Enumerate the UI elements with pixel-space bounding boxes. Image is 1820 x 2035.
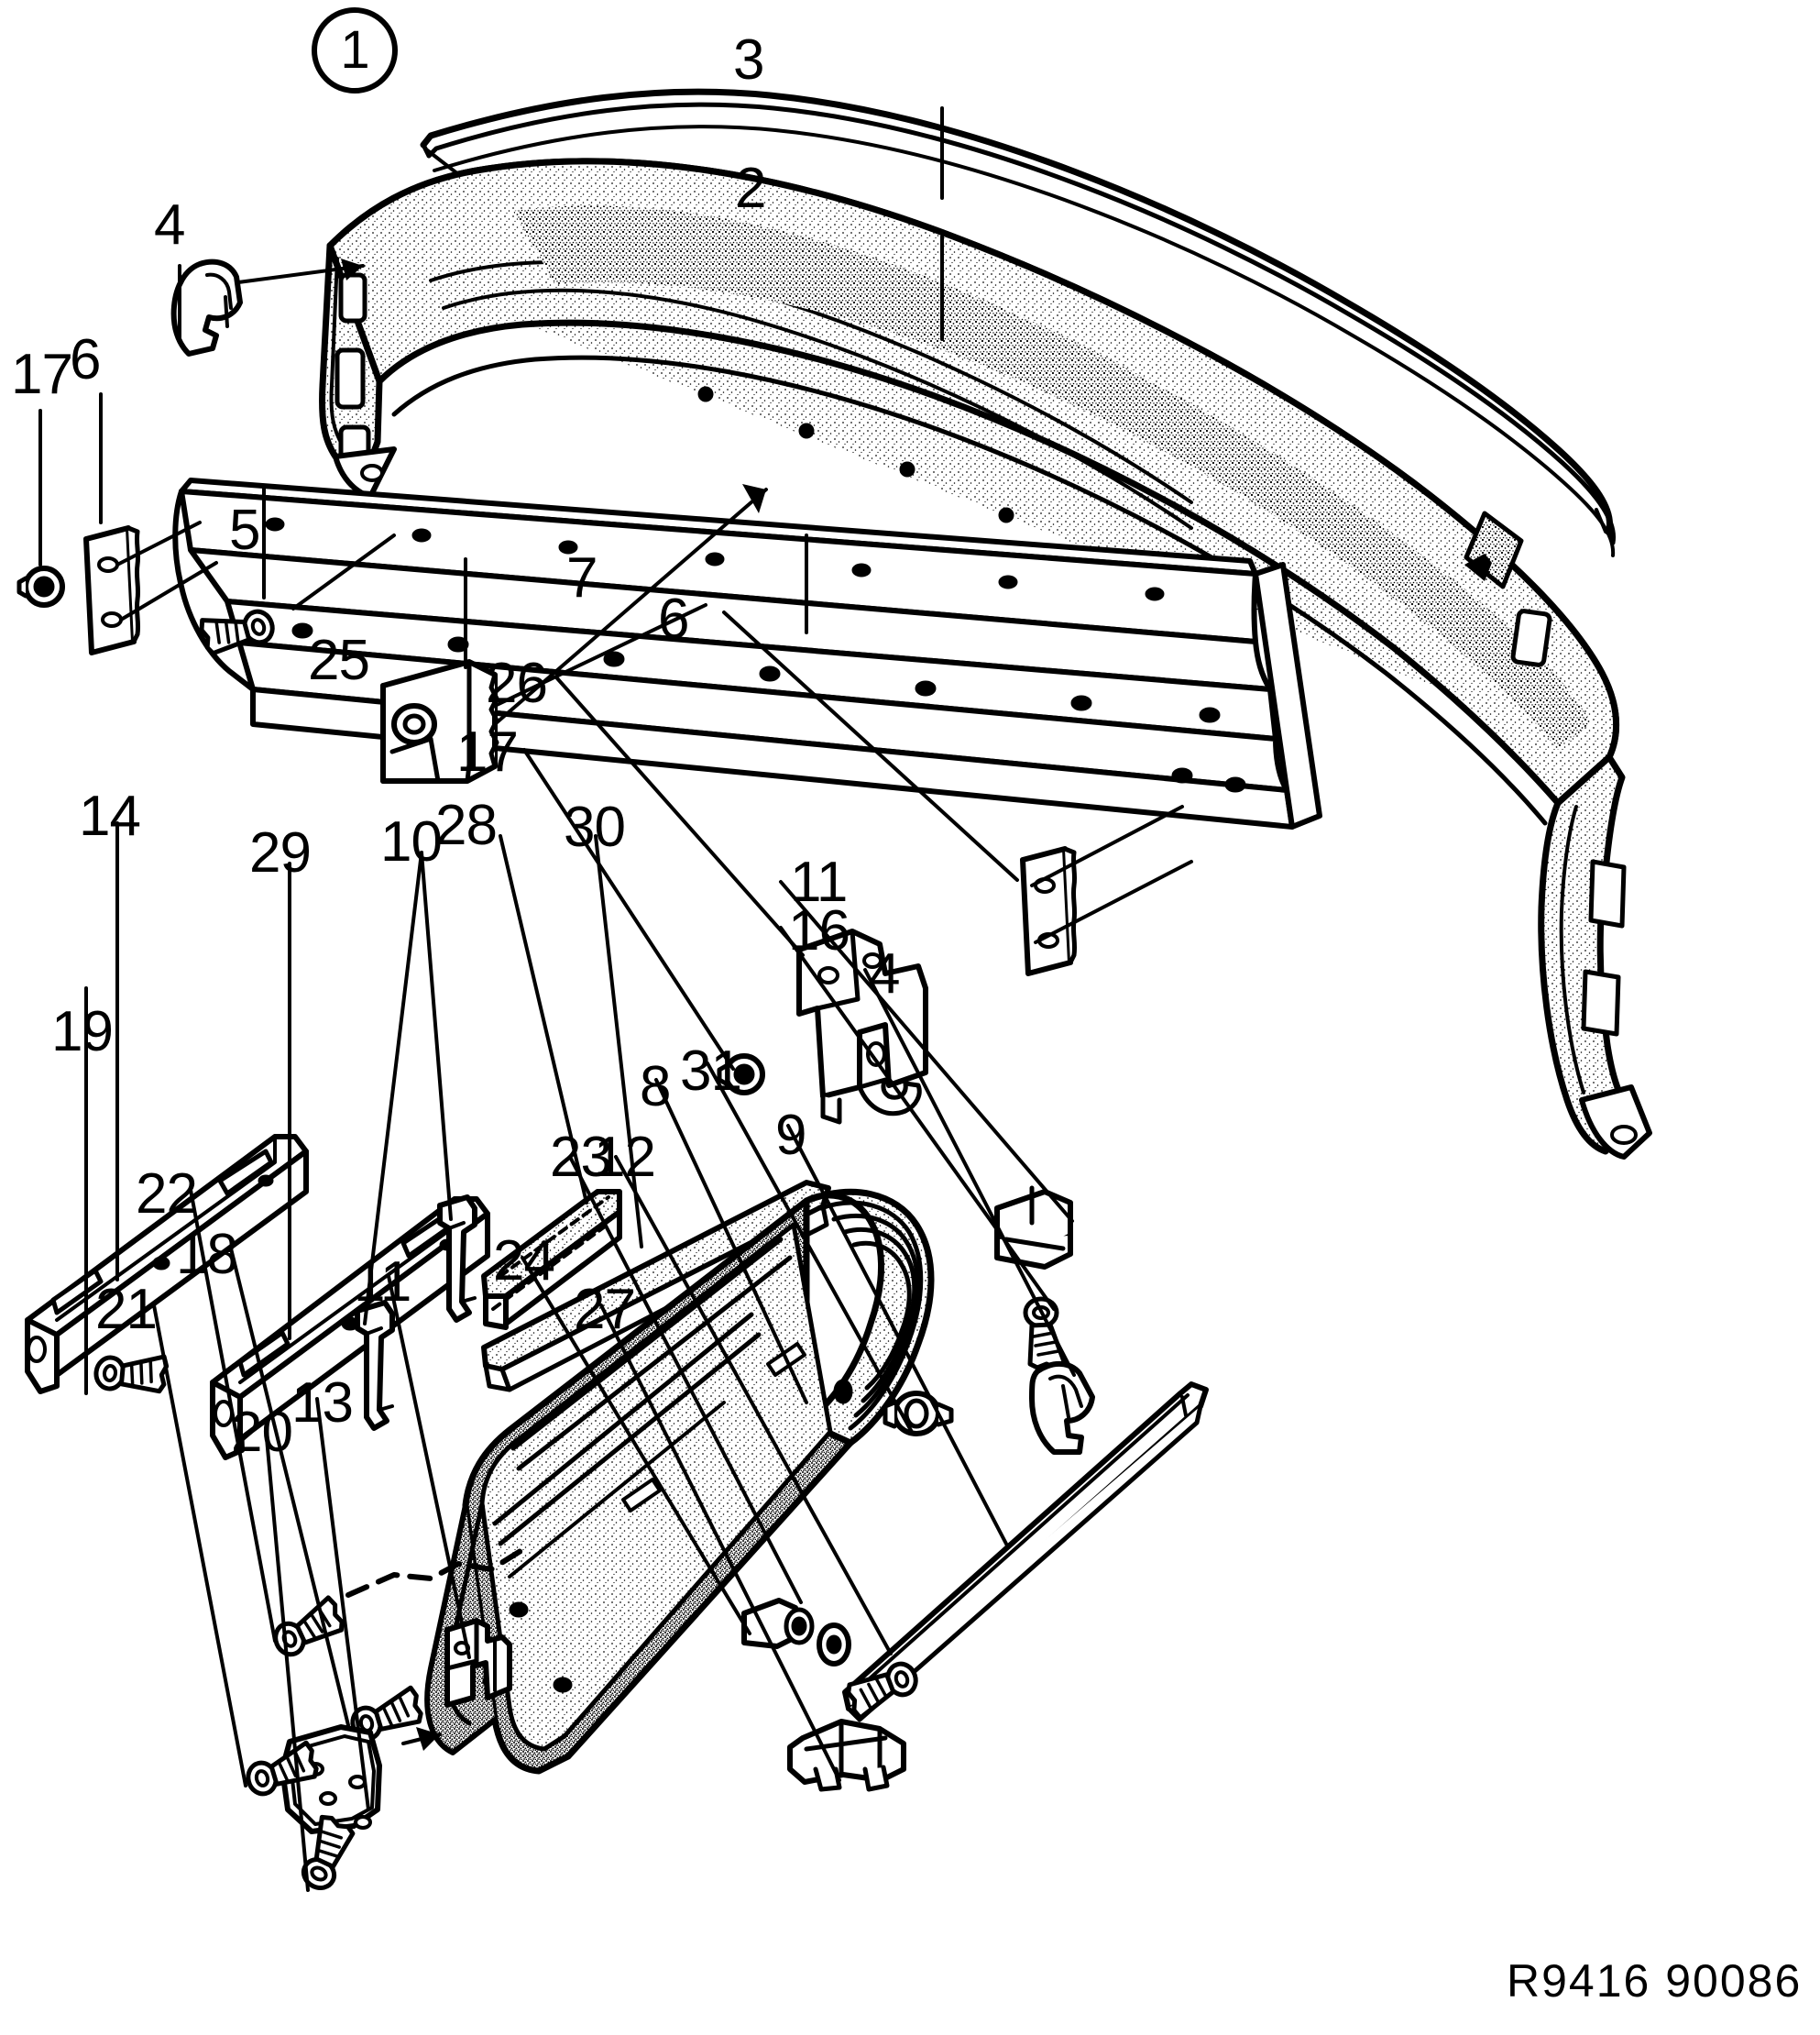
callout-figure-number: 1 xyxy=(312,7,398,94)
callout-21: 21 xyxy=(95,1278,158,1341)
callout-6-left: 6 xyxy=(70,328,101,391)
callout-17-left: 17 xyxy=(11,343,73,406)
callout-14: 14 xyxy=(79,785,141,848)
callout-16: 16 xyxy=(788,899,850,962)
callout-13: 13 xyxy=(291,1371,354,1435)
callout-24: 24 xyxy=(493,1229,555,1292)
callout-8: 8 xyxy=(640,1055,671,1118)
callout-26: 26 xyxy=(486,652,548,715)
callout-22: 22 xyxy=(136,1162,198,1226)
callout-27: 27 xyxy=(574,1278,636,1341)
callout-23: 23 xyxy=(550,1126,612,1189)
callout-11-lower: 11 xyxy=(354,1250,411,1314)
callout-10: 10 xyxy=(380,810,443,874)
callout-12: 12 xyxy=(594,1126,656,1189)
callout-18: 18 xyxy=(176,1223,238,1286)
callout-4-left: 4 xyxy=(154,193,185,257)
callout-2: 2 xyxy=(735,157,766,220)
callout-25: 25 xyxy=(308,629,370,692)
callout-4-right: 4 xyxy=(869,942,900,1006)
callout-6-right: 6 xyxy=(658,588,689,651)
callout-9: 9 xyxy=(775,1104,806,1167)
callout-19: 19 xyxy=(51,1000,114,1063)
callout-3: 3 xyxy=(733,28,764,92)
callout-11-upper: 11 xyxy=(790,851,848,914)
callout-29: 29 xyxy=(249,821,312,885)
callout-28: 28 xyxy=(435,794,498,857)
callout-17-latch: 17 xyxy=(456,720,519,784)
reference-code: R9416 90086 xyxy=(1507,1955,1803,2007)
callout-20: 20 xyxy=(231,1401,293,1464)
callout-5: 5 xyxy=(229,499,260,562)
callout-7: 7 xyxy=(566,546,598,610)
callout-30: 30 xyxy=(564,796,626,859)
callout-31: 31 xyxy=(680,1040,742,1103)
